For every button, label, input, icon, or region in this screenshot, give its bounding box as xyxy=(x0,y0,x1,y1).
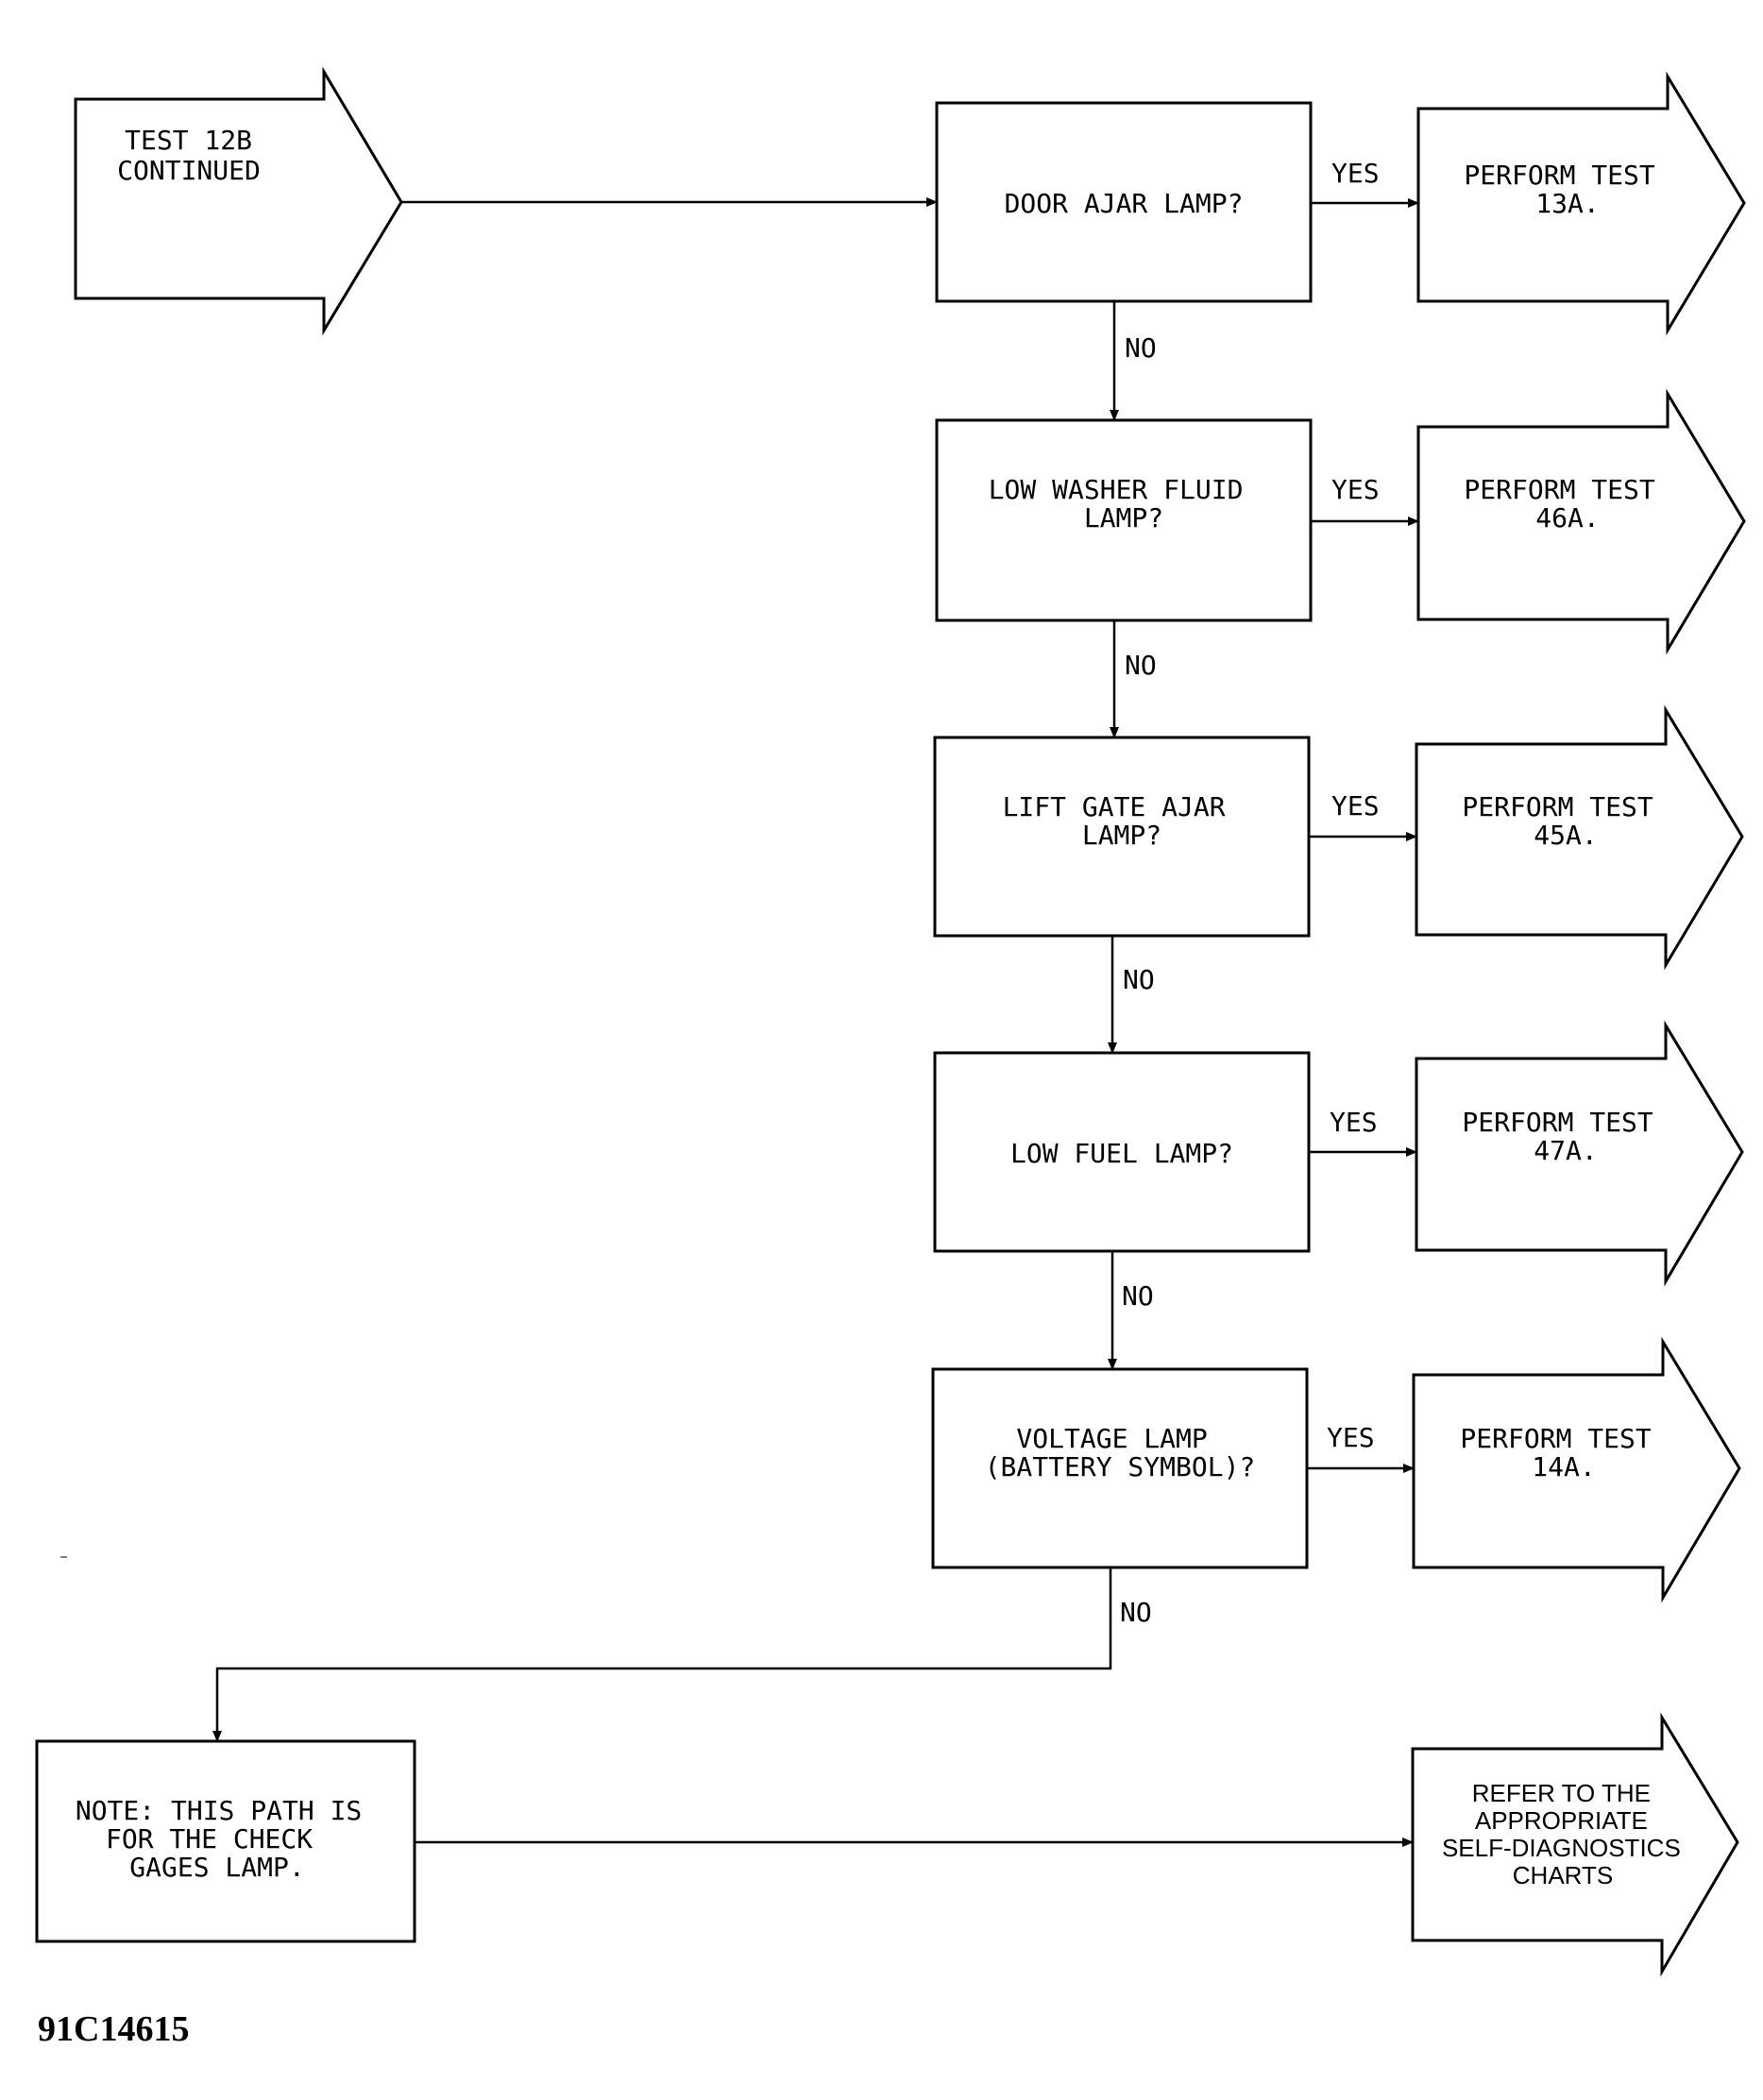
action-label-line: PERFORM TEST xyxy=(1460,1423,1651,1454)
action-label: PERFORM TEST 45A. xyxy=(1462,791,1669,851)
no-label: NO xyxy=(1122,1280,1154,1312)
note-text-line: GAGES LAMP. xyxy=(129,1852,304,1883)
no-label: NO xyxy=(1125,332,1157,364)
yes-label: YES xyxy=(1331,790,1380,821)
action-perform-test-45a: PERFORM TEST 45A. xyxy=(1415,704,1744,971)
start-label: TEST 12B CONTINUED xyxy=(117,125,268,186)
decision-lift-gate-ajar-lamp: LIFT GATE AJAR LAMP? xyxy=(933,736,1311,938)
action-perform-test-47a: PERFORM TEST 47A. xyxy=(1415,1020,1744,1287)
decision-question-line: LOW FUEL LAMP? xyxy=(1010,1138,1233,1169)
action-label-line: PERFORM TEST xyxy=(1464,474,1654,505)
action-label: PERFORM TEST 14A. xyxy=(1460,1423,1667,1482)
action-label-line: 45A. xyxy=(1534,820,1597,851)
decision-voltage-lamp: VOLTAGE LAMP (BATTERY SYMBOL)? xyxy=(931,1367,1309,1569)
action-perform-test-14a: PERFORM TEST 14A. xyxy=(1412,1336,1741,1603)
refer-text-line: APPROPRIATE xyxy=(1475,1806,1648,1835)
decision-question: VOLTAGE LAMP (BATTERY SYMBOL)? xyxy=(985,1423,1256,1482)
refer-text-line: REFER TO THE xyxy=(1472,1779,1651,1807)
decision-low-washer-fluid-lamp: LOW WASHER FLUID LAMP? xyxy=(935,418,1313,622)
note-text: NOTE: THIS PATH IS FOR THE CHECK GAGES L… xyxy=(76,1795,378,1883)
decision-question-line: LAMP? xyxy=(1082,820,1161,851)
yes-label: YES xyxy=(1331,474,1380,505)
no-connector-to-note xyxy=(212,1567,1112,1742)
note-text-line: FOR THE CHECK xyxy=(106,1823,313,1854)
decision-question-line: VOLTAGE LAMP xyxy=(1016,1423,1207,1454)
decision-question-line: LIFT GATE AJAR xyxy=(1003,791,1226,822)
no-label: NO xyxy=(1123,964,1155,995)
decision-question: LOW WASHER FLUID LAMP? xyxy=(989,474,1260,533)
yes-label: YES xyxy=(1327,1422,1375,1453)
refer-text: REFER TO THE APPROPRIATE SELF-DIAGNOSTIC… xyxy=(1442,1779,1687,1889)
note-box: NOTE: THIS PATH IS FOR THE CHECK GAGES L… xyxy=(35,1739,416,1943)
decision-question-line: DOOR AJAR LAMP? xyxy=(1005,188,1244,219)
action-label-line: 14A. xyxy=(1532,1451,1595,1482)
decision-question: DOOR AJAR LAMP? xyxy=(1005,188,1244,219)
no-label: NO xyxy=(1125,650,1157,681)
decision-question-line: LAMP? xyxy=(1084,502,1163,533)
start-label-line: TEST 12B xyxy=(125,125,252,156)
action-perform-test-13a: PERFORM TEST 13A. xyxy=(1416,71,1746,336)
decision-question-line: LOW WASHER FLUID xyxy=(989,474,1244,505)
decision-question: LOW FUEL LAMP? xyxy=(1010,1138,1233,1169)
action-label-line: 46A. xyxy=(1535,502,1599,533)
action-label-line: PERFORM TEST xyxy=(1464,160,1654,191)
decision-question: LIFT GATE AJAR LAMP? xyxy=(1003,791,1242,851)
refer-arrow: REFER TO THE APPROPRIATE SELF-DIAGNOSTIC… xyxy=(1411,1712,1739,1977)
no-label: NO xyxy=(1120,1597,1152,1628)
action-label-line: 47A. xyxy=(1534,1135,1597,1166)
action-perform-test-46a: PERFORM TEST 46A. xyxy=(1416,388,1746,655)
action-label: PERFORM TEST 13A. xyxy=(1464,160,1670,219)
action-label: PERFORM TEST 46A. xyxy=(1464,474,1670,533)
refer-text-line: CHARTS xyxy=(1513,1861,1613,1889)
action-label: PERFORM TEST 47A. xyxy=(1462,1107,1669,1166)
action-label-line: PERFORM TEST xyxy=(1462,1107,1653,1138)
decision-low-fuel-lamp: LOW FUEL LAMP? xyxy=(933,1051,1311,1253)
note-text-line: NOTE: THIS PATH IS xyxy=(76,1795,362,1826)
refer-text-line: SELF-DIAGNOSTICS xyxy=(1442,1834,1681,1862)
yes-label: YES xyxy=(1330,1107,1378,1138)
start-arrow: TEST 12B CONTINUED xyxy=(74,66,403,336)
figure-id: 91C14615 xyxy=(38,2009,189,2049)
decision-door-ajar-lamp: DOOR AJAR LAMP? xyxy=(935,101,1313,303)
yes-label: YES xyxy=(1331,158,1380,189)
action-label-line: 13A. xyxy=(1535,188,1599,219)
start-label-line: CONTINUED xyxy=(117,155,261,186)
decision-question-line: (BATTERY SYMBOL)? xyxy=(985,1451,1256,1482)
action-label-line: PERFORM TEST xyxy=(1462,791,1653,822)
